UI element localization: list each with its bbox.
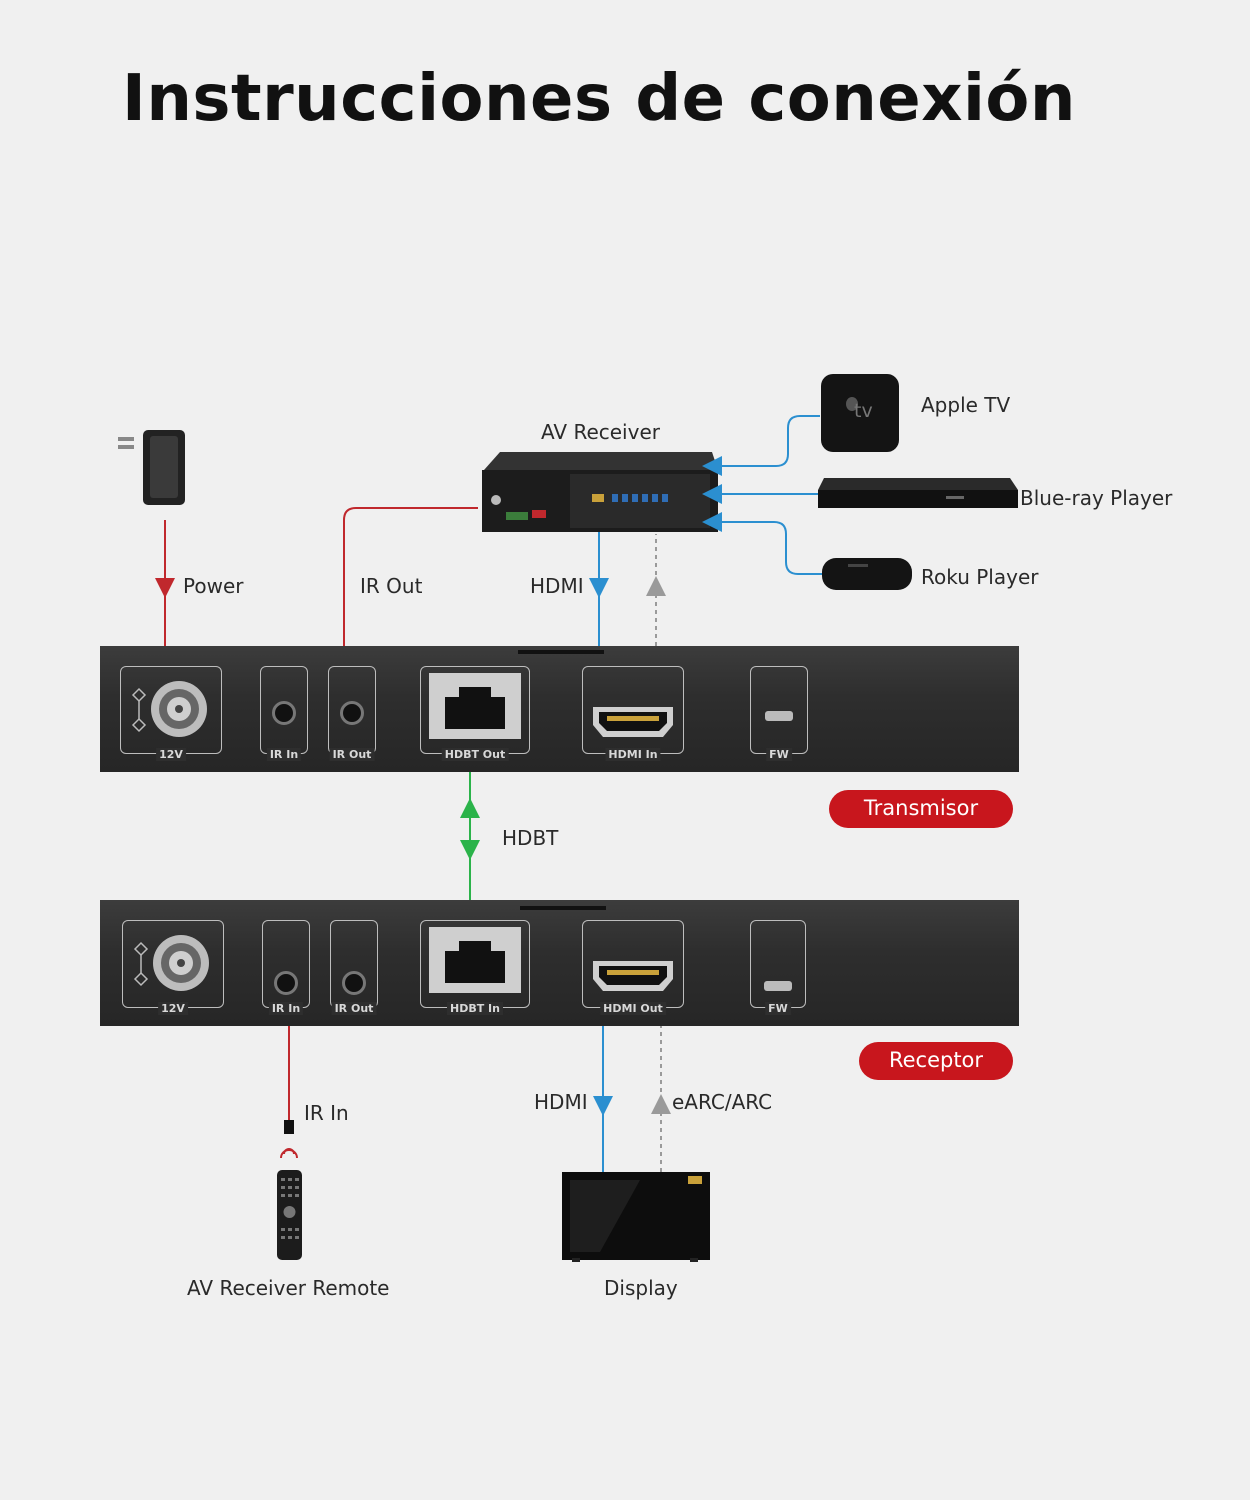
rx-ir-out-port-label: IR Out [331,1002,377,1015]
apple-tv-label: Apple TV [921,393,1011,417]
ir-in-link-label: IR In [304,1101,349,1125]
rx-hdbt-port: HDBT In [420,920,530,1015]
tx-fw-port-label: FW [766,748,792,761]
rx-power-port: 12V [122,920,224,1015]
rx-ir-in-port-label: IR In [268,1002,304,1015]
rx-hdmi-port-label: HDMI Out [600,1002,666,1015]
roku-player-icon [822,558,912,590]
rx-fw-port-label: FW [765,1002,791,1015]
remote-label: AV Receiver Remote [187,1276,390,1300]
display-label: Display [604,1276,678,1300]
tx-hdbt-port-label: HDBT Out [441,748,509,761]
transmitter-panel: 12V IR In IR Out HDBT Out HDMI In FW [100,646,1019,772]
page-title: Instrucciones de conexión [122,62,1076,136]
rx-hdmi-port: HDMI Out [582,920,684,1015]
rx-fw-port: FW [750,920,806,1015]
rx-hdbt-port-label: HDBT In [447,1002,503,1015]
tx-fw-port: FW [750,666,808,761]
roku-cable [702,512,822,575]
av-receiver-label: AV Receiver [541,420,660,444]
tx-power-port: 12V [120,666,222,761]
tx-hdbt-port: HDBT Out [420,666,530,761]
tx-ir-in-port: IR In [260,666,308,761]
bluray-player-icon [818,478,1018,508]
tx-hdmi-port: HDMI In [582,666,684,761]
tx-ir-in-port-label: IR In [266,748,302,761]
ir-out-link-label: IR Out [360,574,423,598]
earc-link-label: eARC/ARC [672,1090,773,1114]
transmitter-badge: Transmisor [829,790,1013,828]
tx-hdmi-port-label: HDMI In [605,748,661,761]
power-adapter-icon [118,430,185,505]
hdmi-top-link-label: HDMI [530,574,584,598]
rx-power-port-label: 12V [158,1002,188,1015]
hdmi-bottom-link-label: HDMI [534,1090,588,1114]
tx-ir-out-port: IR Out [328,666,376,761]
apple-tv-cable [702,415,820,476]
remote-icon [277,1148,302,1260]
display-icon [562,1172,710,1262]
receiver-badge: Receptor [859,1042,1013,1080]
apple-tv-logo-text: tv [854,400,873,422]
av-receiver-icon [482,452,718,532]
roku-label: Roku Player [921,565,1039,589]
receiver-panel: 12V IR In IR Out HDBT In HDMI Out FW [100,900,1019,1026]
ir-out-line [343,507,478,654]
tx-ir-out-port-label: IR Out [329,748,375,761]
hdbt-link-label: HDBT [502,826,559,850]
apple-tv-icon [821,374,899,452]
rx-ir-out-port: IR Out [330,920,378,1015]
tx-power-port-label: 12V [156,748,186,761]
rx-ir-in-port: IR In [262,920,310,1015]
bluray-label: Blue-ray Player [1020,486,1173,510]
power-link-label: Power [183,574,244,598]
